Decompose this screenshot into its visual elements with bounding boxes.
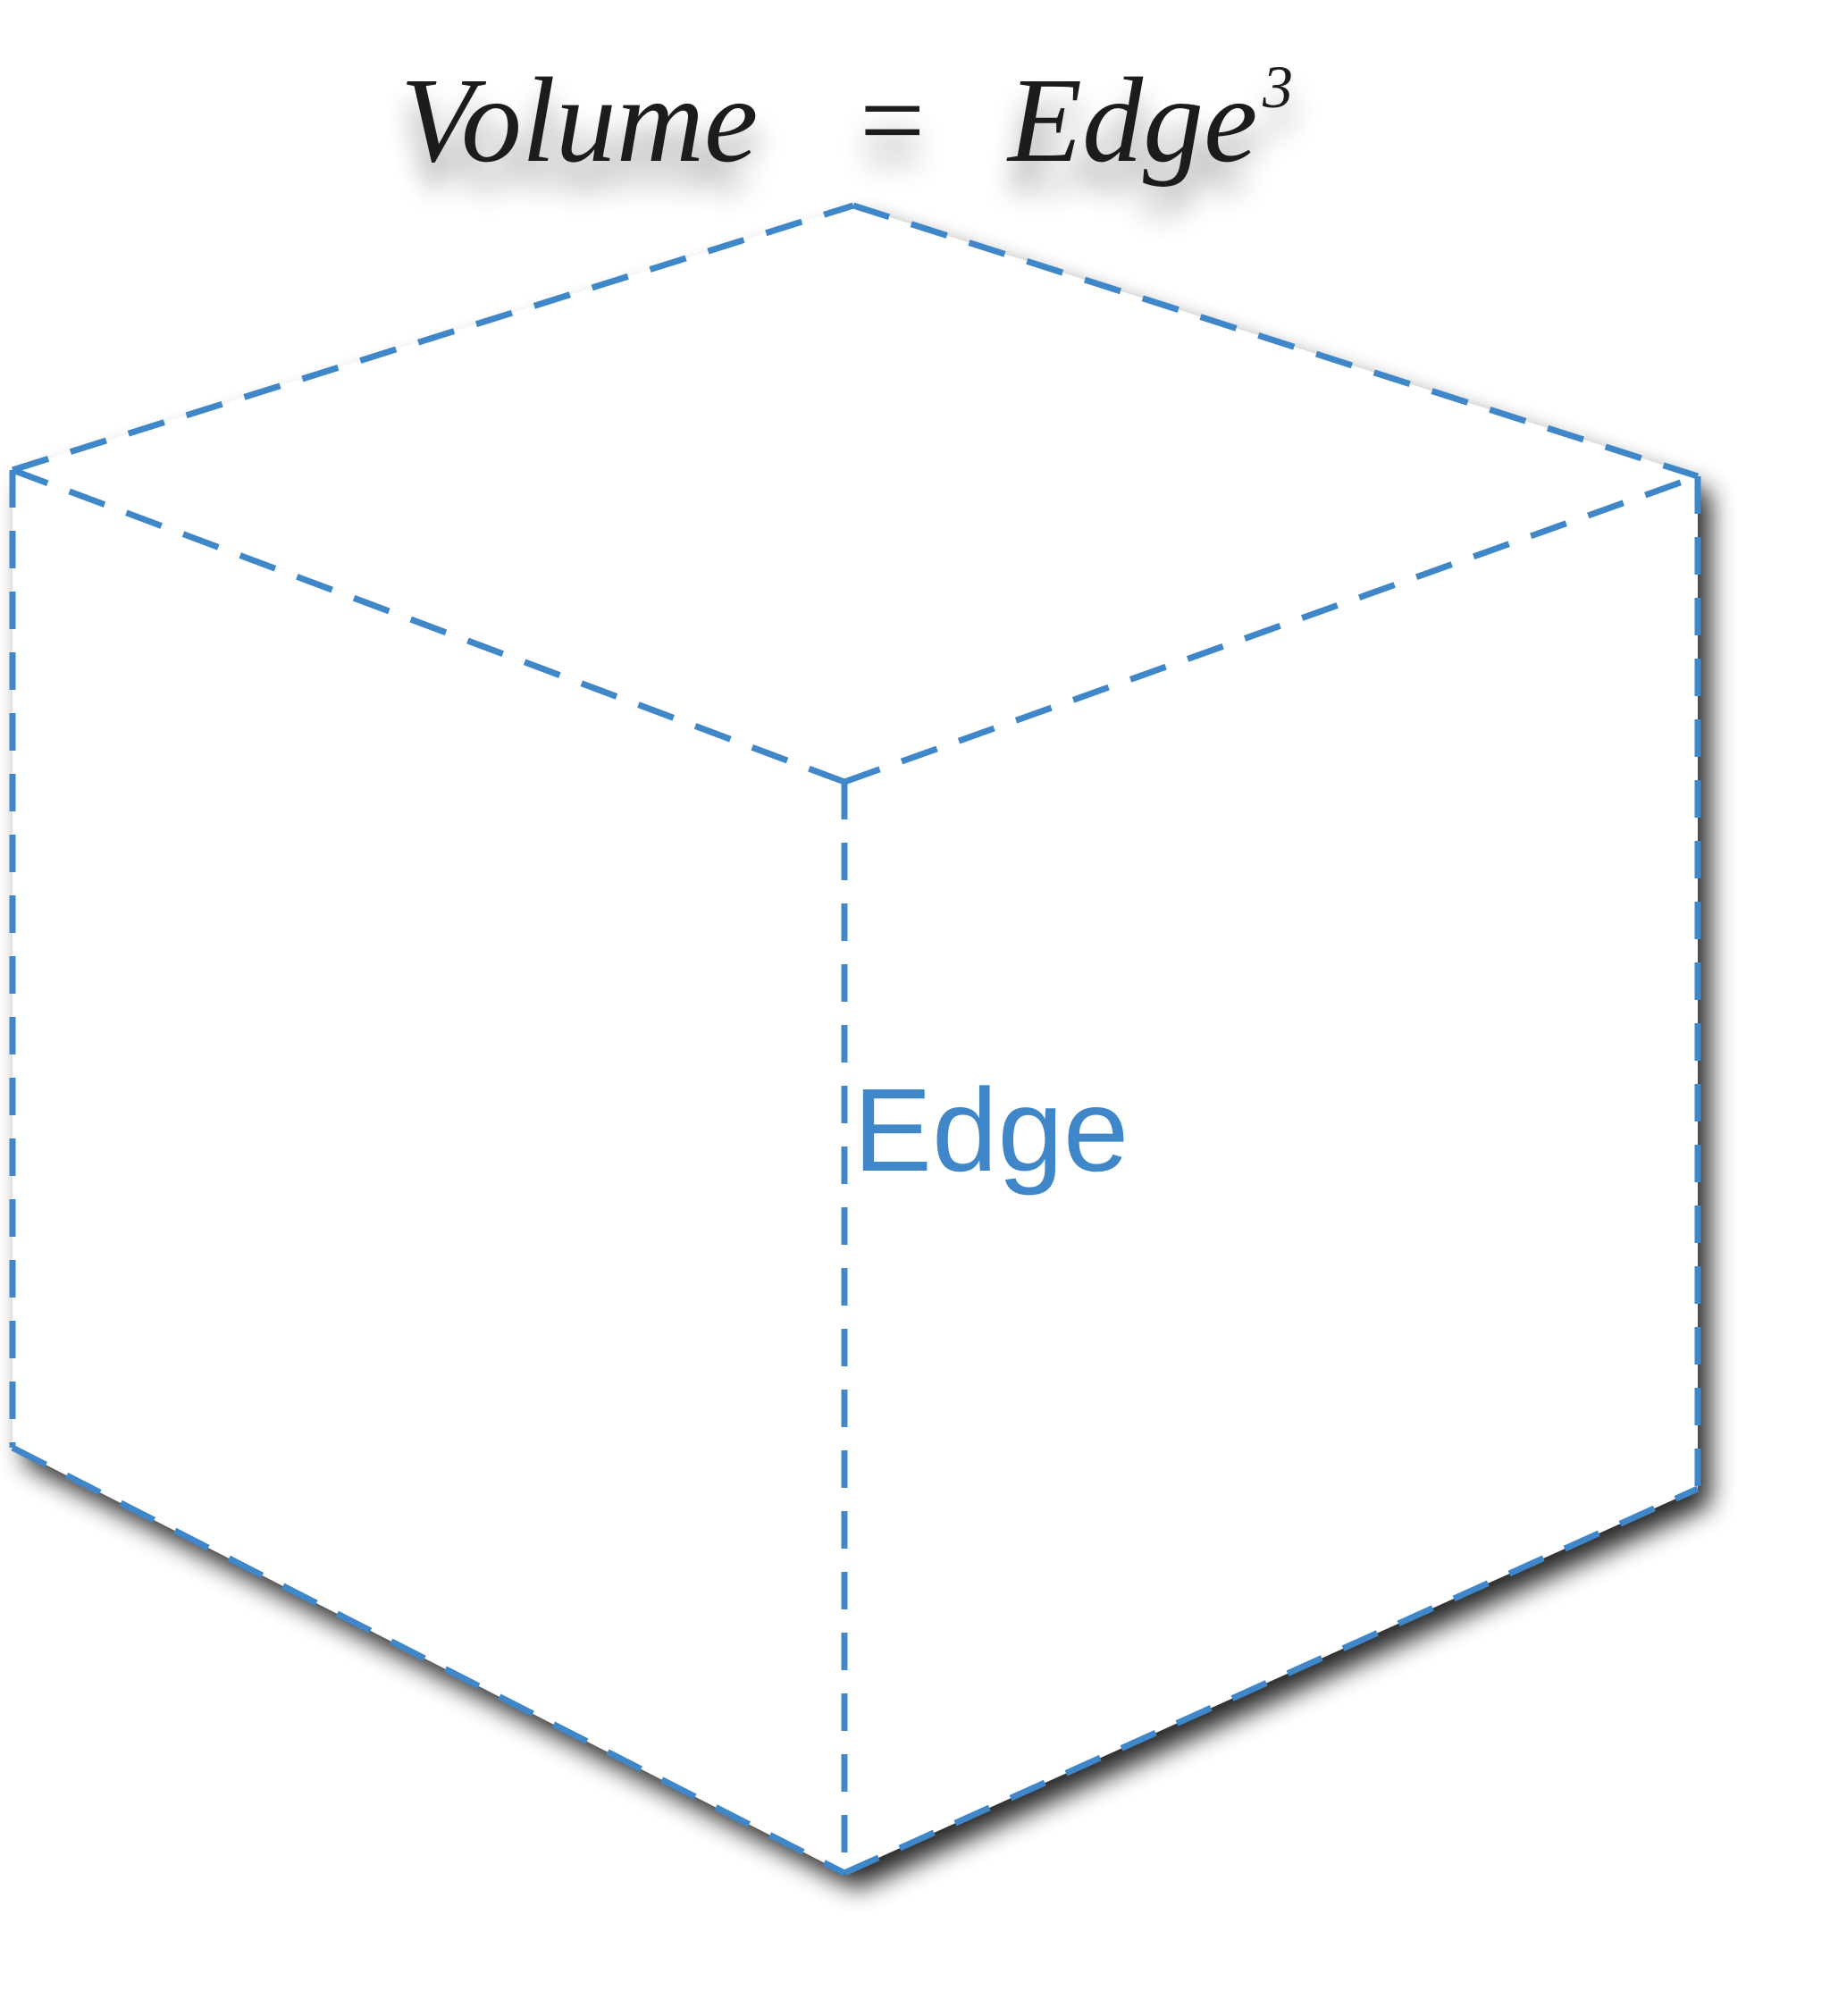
top-back-left-edge bbox=[11, 202, 855, 474]
formula-left-term: Volume bbox=[400, 54, 758, 188]
formula-exponent: 3 bbox=[1262, 53, 1293, 121]
cube-edges bbox=[9, 202, 1701, 1877]
top-front-left-edge bbox=[11, 466, 846, 785]
bottom-left-edge bbox=[11, 1444, 846, 1877]
top-front-right-edge bbox=[843, 473, 1700, 785]
top-back-right-edge bbox=[852, 202, 1700, 480]
cube-body bbox=[13, 206, 1698, 1873]
bottom-right-edge bbox=[843, 1485, 1700, 1877]
edge-label: Edge bbox=[853, 1064, 1129, 1196]
formula-operator: = bbox=[860, 56, 925, 185]
formula: Volume = Edge 3 bbox=[400, 53, 1293, 188]
formula-right-term: Edge bbox=[1006, 54, 1257, 188]
